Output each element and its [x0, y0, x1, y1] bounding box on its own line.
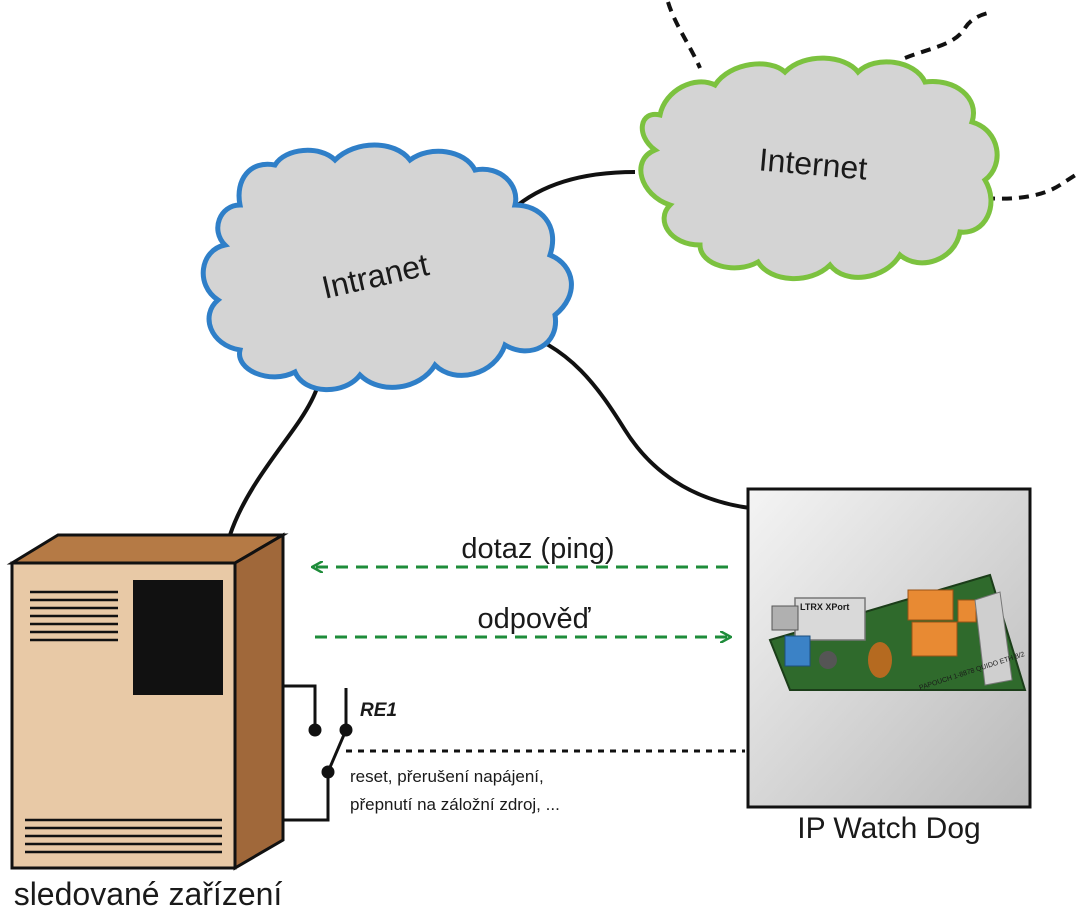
device-screen: [133, 580, 223, 695]
relay-actions-line2: přepnutí na záložní zdroj, ...: [350, 795, 560, 814]
relay-actions-line1: reset, přerušení napájení,: [350, 767, 544, 786]
query-label: dotaz (ping): [461, 533, 614, 565]
board-label: LTRX XPort: [800, 602, 849, 612]
network-cables: [228, 170, 751, 536]
monitored-device: [6, 532, 289, 871]
watchdog-label: IP Watch Dog: [797, 812, 980, 845]
device-label: sledované zařízení: [14, 876, 283, 912]
intranet-cloud: Intranet: [200, 142, 574, 393]
watchdog-device: LTRX XPort PAPOUCH 1-8878 QUIDO ETH 8/2: [746, 487, 1032, 809]
device-intranet-cable: [228, 384, 320, 536]
internet-cloud: Internet: [638, 55, 1000, 281]
relay-circuit: [283, 684, 745, 822]
device-top-vents: [30, 590, 118, 642]
device-side-face: [233, 532, 285, 871]
watchdog-intranet-cable: [511, 328, 751, 510]
device-bottom-vents: [25, 818, 222, 854]
intranet-cloud-shape: [200, 142, 574, 393]
response-label: odpověď: [478, 603, 592, 635]
internet-cloud-shape: [638, 55, 1000, 281]
relay-label: RE1: [360, 700, 397, 721]
internet-external-links: [666, 1, 1081, 201]
intranet-internet-cable: [510, 170, 636, 212]
watchdog-board: LTRX XPort PAPOUCH 1-8878 QUIDO ETH 8/2: [768, 573, 1027, 692]
